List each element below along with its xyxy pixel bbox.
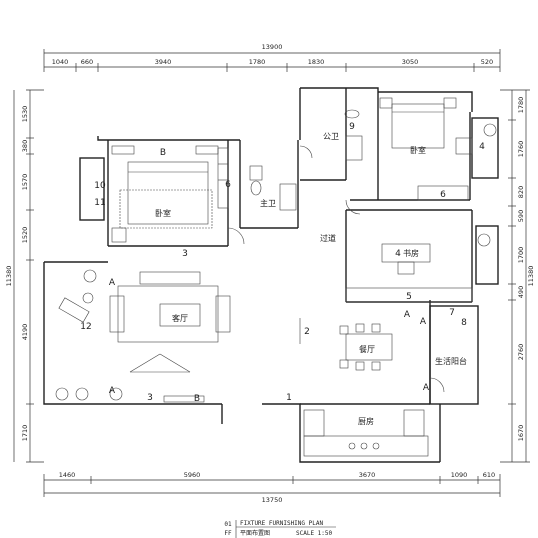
title-sub: FF — [224, 530, 232, 537]
marker-7: 7 — [449, 308, 455, 318]
dim-right-4: 590 — [517, 210, 525, 222]
title-main: FIXTURE FURNISHING PLAN — [240, 520, 323, 527]
marker-a-living-bot: A — [109, 386, 116, 396]
title-scale: SCALE 1:50 — [296, 530, 333, 537]
dim-right-6: 490 — [517, 286, 525, 298]
marker-3-bed: 3 — [182, 249, 188, 259]
marker-3-living: 3 — [147, 393, 153, 403]
title-cn: 平面布置图 — [240, 529, 270, 537]
dim-bottom-3: 3670 — [359, 471, 376, 479]
dim-bottom-5: 610 — [483, 471, 495, 479]
dim-left-1: 1530 — [21, 106, 29, 123]
dim-top-7: 520 — [481, 58, 493, 66]
marker-11: 11 — [94, 198, 105, 208]
marker-9: 9 — [349, 122, 355, 132]
dim-right-2: 1760 — [517, 141, 525, 158]
dim-top-6: 3050 — [402, 58, 419, 66]
marker-b-top: B — [160, 148, 166, 158]
marker-b-living: B — [194, 394, 200, 404]
dim-top-1: 1040 — [52, 58, 69, 66]
dim-right-8: 1670 — [517, 425, 525, 442]
room-corridor: 过道 — [320, 233, 336, 243]
dim-left-4: 1520 — [21, 227, 29, 244]
dim-bottom-2: 5960 — [184, 471, 201, 479]
marker-4-bed: 4 — [479, 142, 485, 152]
dim-top-4: 1780 — [249, 58, 266, 66]
room-study: 书房 — [403, 248, 419, 258]
dim-bottom-total: 13750 — [262, 496, 283, 504]
marker-a-din2: A — [420, 317, 427, 327]
marker-6-left: 6 — [225, 180, 231, 190]
dim-top-3: 3940 — [155, 58, 172, 66]
room-living: 客厅 — [172, 313, 188, 323]
marker-12: 12 — [80, 322, 91, 332]
marker-4-study: 4 — [395, 249, 401, 259]
room-balcony: 生活阳台 — [435, 356, 467, 366]
dim-bottom-1: 1460 — [59, 471, 76, 479]
marker-5: 5 — [406, 292, 412, 302]
title-number: 01 — [224, 521, 232, 528]
dim-bottom-4: 1090 — [451, 471, 468, 479]
dim-top-2: 660 — [81, 58, 93, 66]
room-master-bath: 主卫 — [260, 198, 276, 208]
dim-top-5: 1830 — [308, 58, 325, 66]
dim-left-5: 4190 — [21, 324, 29, 341]
dim-right-7: 2760 — [517, 344, 525, 361]
dim-right-1: 1780 — [517, 97, 525, 114]
dim-right-5: 1700 — [517, 247, 525, 264]
room-bedroom-left: 卧室 — [155, 208, 171, 218]
room-dining: 餐厅 — [359, 345, 375, 354]
dim-top-total: 13900 — [262, 43, 283, 51]
marker-1: 1 — [286, 393, 292, 403]
marker-a-din1: A — [404, 310, 411, 320]
dim-left-6: 1710 — [21, 425, 29, 442]
room-kitchen: 厨房 — [358, 416, 374, 426]
marker-a-living-top: A — [109, 278, 116, 288]
marker-a-bal: A — [423, 383, 430, 393]
marker-6-bed: 6 — [440, 190, 446, 200]
marker-10: 10 — [94, 181, 106, 191]
dim-right-3: 820 — [517, 186, 525, 198]
dim-left-3: 1570 — [21, 174, 29, 191]
dim-left-2: 380 — [21, 140, 29, 152]
marker-8: 8 — [461, 318, 467, 328]
dim-right-total: 11380 — [527, 266, 535, 287]
dim-left-total: 11380 — [5, 266, 13, 287]
room-master-bedroom: 卧室 — [410, 145, 426, 155]
room-public-bath: 公卫 — [323, 132, 339, 141]
marker-2: 2 — [304, 327, 310, 337]
